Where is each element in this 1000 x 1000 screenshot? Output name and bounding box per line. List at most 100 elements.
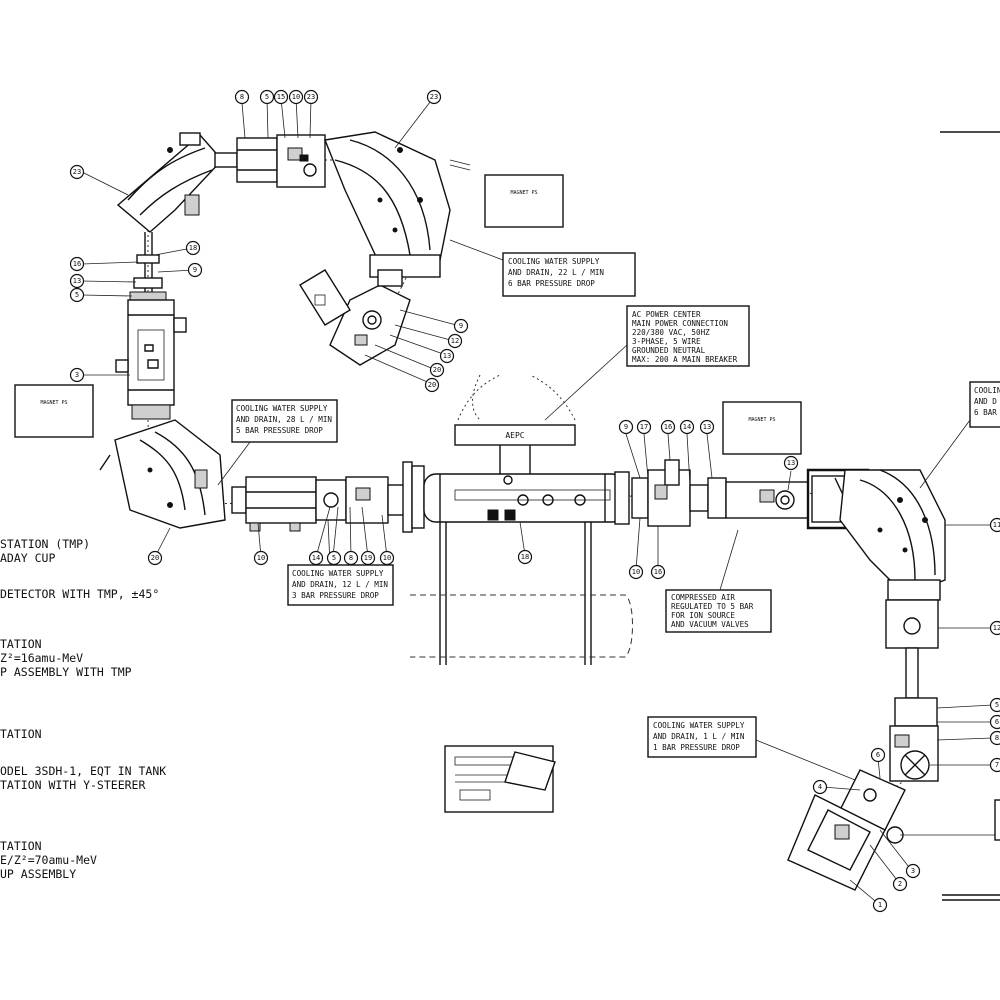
svg-text:TATION: TATION — [0, 839, 42, 853]
item-balloon-b30: 14 — [679, 419, 695, 435]
balloon-number: 5 — [75, 291, 79, 299]
item-balloon-b36: 12 — [989, 620, 1000, 636]
note-cooling-left-mid: COOLING WATER SUPPLY AND DRAIN, 28 L / M… — [217, 399, 338, 486]
balloon-circle — [989, 730, 1000, 746]
balloon-number: 20 — [151, 554, 159, 562]
svg-text:AC POWER CENTER: AC POWER CENTER — [632, 310, 701, 319]
balloon-number: 17 — [640, 423, 648, 431]
magnet-ps-right-box: MAGNET PS — [722, 401, 802, 455]
balloon-number: 8 — [995, 734, 999, 742]
svg-text:MAX: 200 A MAIN BREAKER: MAX: 200 A MAIN BREAKER — [632, 355, 738, 364]
balloon-circle — [426, 89, 442, 105]
balloon-number: 7 — [995, 761, 999, 769]
item-balloon-b22: 5 — [326, 550, 342, 566]
angled-station-bottom-right — [787, 769, 906, 891]
item-balloon-b1: 23 — [69, 164, 85, 180]
balloon-circle — [253, 550, 269, 566]
balloon-number: 4 — [818, 783, 822, 791]
svg-text:TATION: TATION — [0, 727, 42, 741]
item-balloon-b21: 14 — [308, 550, 324, 566]
balloon-number: 13 — [443, 352, 451, 360]
aepc-label: AEPC — [505, 431, 524, 440]
item-balloon-b27: 9 — [618, 419, 634, 435]
item-balloon-b10: 9 — [187, 262, 203, 278]
balloon-number: 3 — [75, 371, 79, 379]
balloon-number: 1 — [878, 901, 882, 909]
balloon-circle — [783, 455, 799, 471]
svg-text:STATION (TMP): STATION (TMP) — [0, 537, 90, 551]
item-balloon-b45: 1 — [872, 897, 888, 913]
balloon-number: 10 — [257, 554, 265, 562]
balloon-circle — [636, 419, 652, 435]
svg-text:TATION: TATION — [0, 637, 42, 651]
balloon-circle — [517, 549, 533, 565]
item-balloon-b5: 10 — [288, 89, 304, 105]
magnet-ps-top-label: MAGNET PS — [510, 190, 537, 196]
svg-text:COOLING WATER SUPPLY: COOLING WATER SUPPLY — [508, 257, 600, 266]
svg-text:3 BAR PRESSURE DROP: 3 BAR PRESSURE DROP — [292, 591, 379, 600]
item-balloon-b6: 23 — [303, 89, 319, 105]
balloon-circle — [185, 240, 201, 256]
svg-text:AND DRAIN, 12 L / MIN: AND DRAIN, 12 L / MIN — [292, 580, 388, 589]
balloon-circle — [379, 550, 395, 566]
item-balloon-b33: 16 — [650, 564, 666, 580]
balloon-circle — [273, 89, 289, 105]
balloon-circle — [187, 262, 203, 278]
magnet-ps-left-label: MAGNET PS — [40, 400, 67, 406]
balloon-number: 6 — [876, 751, 880, 759]
beam-pipe-left-vertical — [129, 232, 167, 303]
svg-text:1 BAR PRESSURE DROP: 1 BAR PRESSURE DROP — [653, 743, 740, 752]
balloon-circle — [699, 419, 715, 435]
balloon-number: 20 — [433, 366, 441, 374]
balloon-number: 10 — [632, 568, 640, 576]
balloon-number: 23 — [73, 168, 81, 176]
item-balloon-b43: 3 — [905, 863, 921, 879]
item-balloon-b12: 5 — [69, 287, 85, 303]
item-balloon-b2: 8 — [234, 89, 250, 105]
leader-lines — [81, 97, 994, 906]
balloon-circle — [679, 419, 695, 435]
balloon-circle — [147, 550, 163, 566]
svg-text:TATION WITH Y-STEERER: TATION WITH Y-STEERER — [0, 778, 145, 792]
item-balloon-b13: 3 — [69, 367, 85, 383]
balloon-number: 8 — [240, 93, 244, 101]
note-compressed-air: COMPRESSED AIR REGULATED TO 5 BAR FOR IO… — [665, 529, 772, 633]
accelerator-tank — [402, 374, 633, 665]
balloon-number: 23 — [430, 93, 438, 101]
item-balloon-b20: 10 — [253, 550, 269, 566]
bend-magnet-lower-left — [99, 419, 226, 529]
item-balloon-b26: 18 — [517, 549, 533, 565]
item-balloon-b23: 8 — [343, 550, 359, 566]
note-cooling-center: COOLING WATER SUPPLY AND DRAIN, 12 L / M… — [287, 519, 394, 606]
balloon-number: 11 — [993, 521, 1000, 529]
balloon-number: 9 — [459, 322, 463, 330]
balloon-circle — [989, 620, 1000, 636]
balloon-circle — [453, 318, 469, 334]
balloon-circle — [660, 419, 676, 435]
svg-text:FOR ION SOURCE: FOR ION SOURCE — [671, 611, 735, 620]
balloon-circle — [69, 256, 85, 272]
balloon-circle — [989, 517, 1000, 533]
balloon-number: 12 — [993, 624, 1000, 632]
svg-text:6 BAR PRESSURE DROP: 6 BAR PRESSURE DROP — [508, 279, 595, 288]
item-balloon-b34: 13 — [783, 455, 799, 471]
svg-text:GROUNDED NEUTRAL: GROUNDED NEUTRAL — [632, 346, 706, 355]
note-cooling-left-top: COOLING WATER SUPPLY AND DRAIN, 22 L / M… — [449, 239, 636, 297]
balloon-number: 5 — [995, 701, 999, 709]
balloon-circle — [989, 714, 1000, 730]
item-balloon-b38: 6 — [989, 714, 1000, 730]
svg-text:COMPRESSED AIR: COMPRESSED AIR — [671, 593, 735, 602]
right-station-after-tank — [631, 459, 870, 530]
balloon-number: 9 — [193, 266, 197, 274]
balloon-circle — [69, 367, 85, 383]
balloon-circle — [905, 863, 921, 879]
balloon-number: 20 — [428, 381, 436, 389]
svg-text:DETECTOR WITH TMP, ±45°: DETECTOR WITH TMP, ±45° — [0, 587, 159, 601]
svg-text:AND DRAIN, 1 L / MIN: AND DRAIN, 1 L / MIN — [653, 732, 745, 741]
balloon-number: 3 — [911, 867, 915, 875]
item-balloon-b44: 2 — [892, 876, 908, 892]
svg-text:AND D: AND D — [974, 397, 997, 406]
balloon-number: 12 — [451, 337, 459, 345]
